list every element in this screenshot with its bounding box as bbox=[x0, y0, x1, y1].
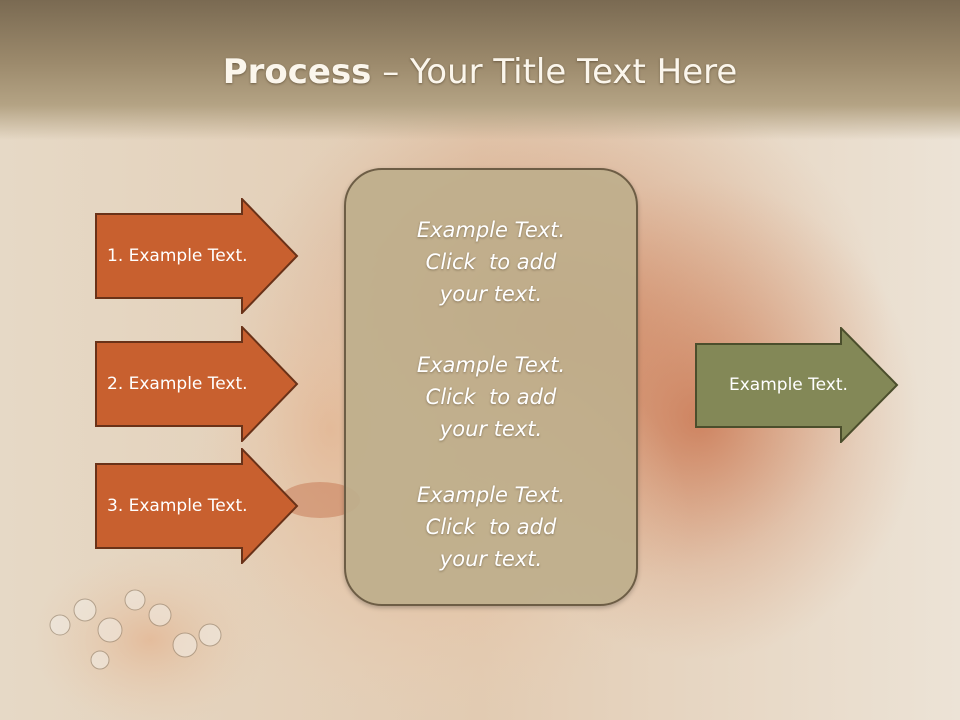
center-text-panel[interactable]: Example Text. Click to add your text. Ex… bbox=[344, 168, 638, 606]
arrow-shape bbox=[95, 198, 299, 314]
panel-line: Example Text. bbox=[416, 483, 566, 507]
left-arrow-2[interactable]: 2. Example Text. bbox=[95, 326, 299, 442]
left-arrow-3[interactable]: 3. Example Text. bbox=[95, 448, 299, 564]
panel-line: Example Text. bbox=[416, 218, 566, 242]
right-arrow[interactable]: Example Text. bbox=[695, 327, 899, 443]
panel-text-block-2[interactable]: Example Text. Click to add your text. bbox=[346, 349, 636, 445]
panel-text-block-3[interactable]: Example Text. Click to add your text. bbox=[346, 479, 636, 575]
arrow-shape bbox=[695, 327, 899, 443]
left-arrow-1[interactable]: 1. Example Text. bbox=[95, 198, 299, 314]
panel-line: Click to add bbox=[425, 515, 557, 539]
slide-title: Process – Your Title Text Here bbox=[0, 52, 960, 92]
arrow-shape bbox=[95, 326, 299, 442]
title-bold: Process bbox=[222, 52, 372, 92]
panel-line: your text. bbox=[439, 547, 543, 571]
panel-text-block-1[interactable]: Example Text. Click to add your text. bbox=[346, 214, 636, 310]
left-arrow-3-label: 3. Example Text. bbox=[107, 496, 248, 516]
left-arrow-1-label: 1. Example Text. bbox=[107, 246, 248, 266]
panel-line: Click to add bbox=[425, 385, 557, 409]
panel-line: your text. bbox=[439, 417, 543, 441]
title-bar bbox=[0, 0, 960, 140]
panel-line: Example Text. bbox=[416, 353, 566, 377]
right-arrow-label: Example Text. bbox=[729, 375, 848, 395]
left-arrow-2-label: 2. Example Text. bbox=[107, 374, 248, 394]
title-rest: – Your Title Text Here bbox=[371, 52, 738, 92]
arrow-shape bbox=[95, 448, 299, 564]
panel-line: Click to add bbox=[425, 250, 557, 274]
panel-line: your text. bbox=[439, 282, 543, 306]
